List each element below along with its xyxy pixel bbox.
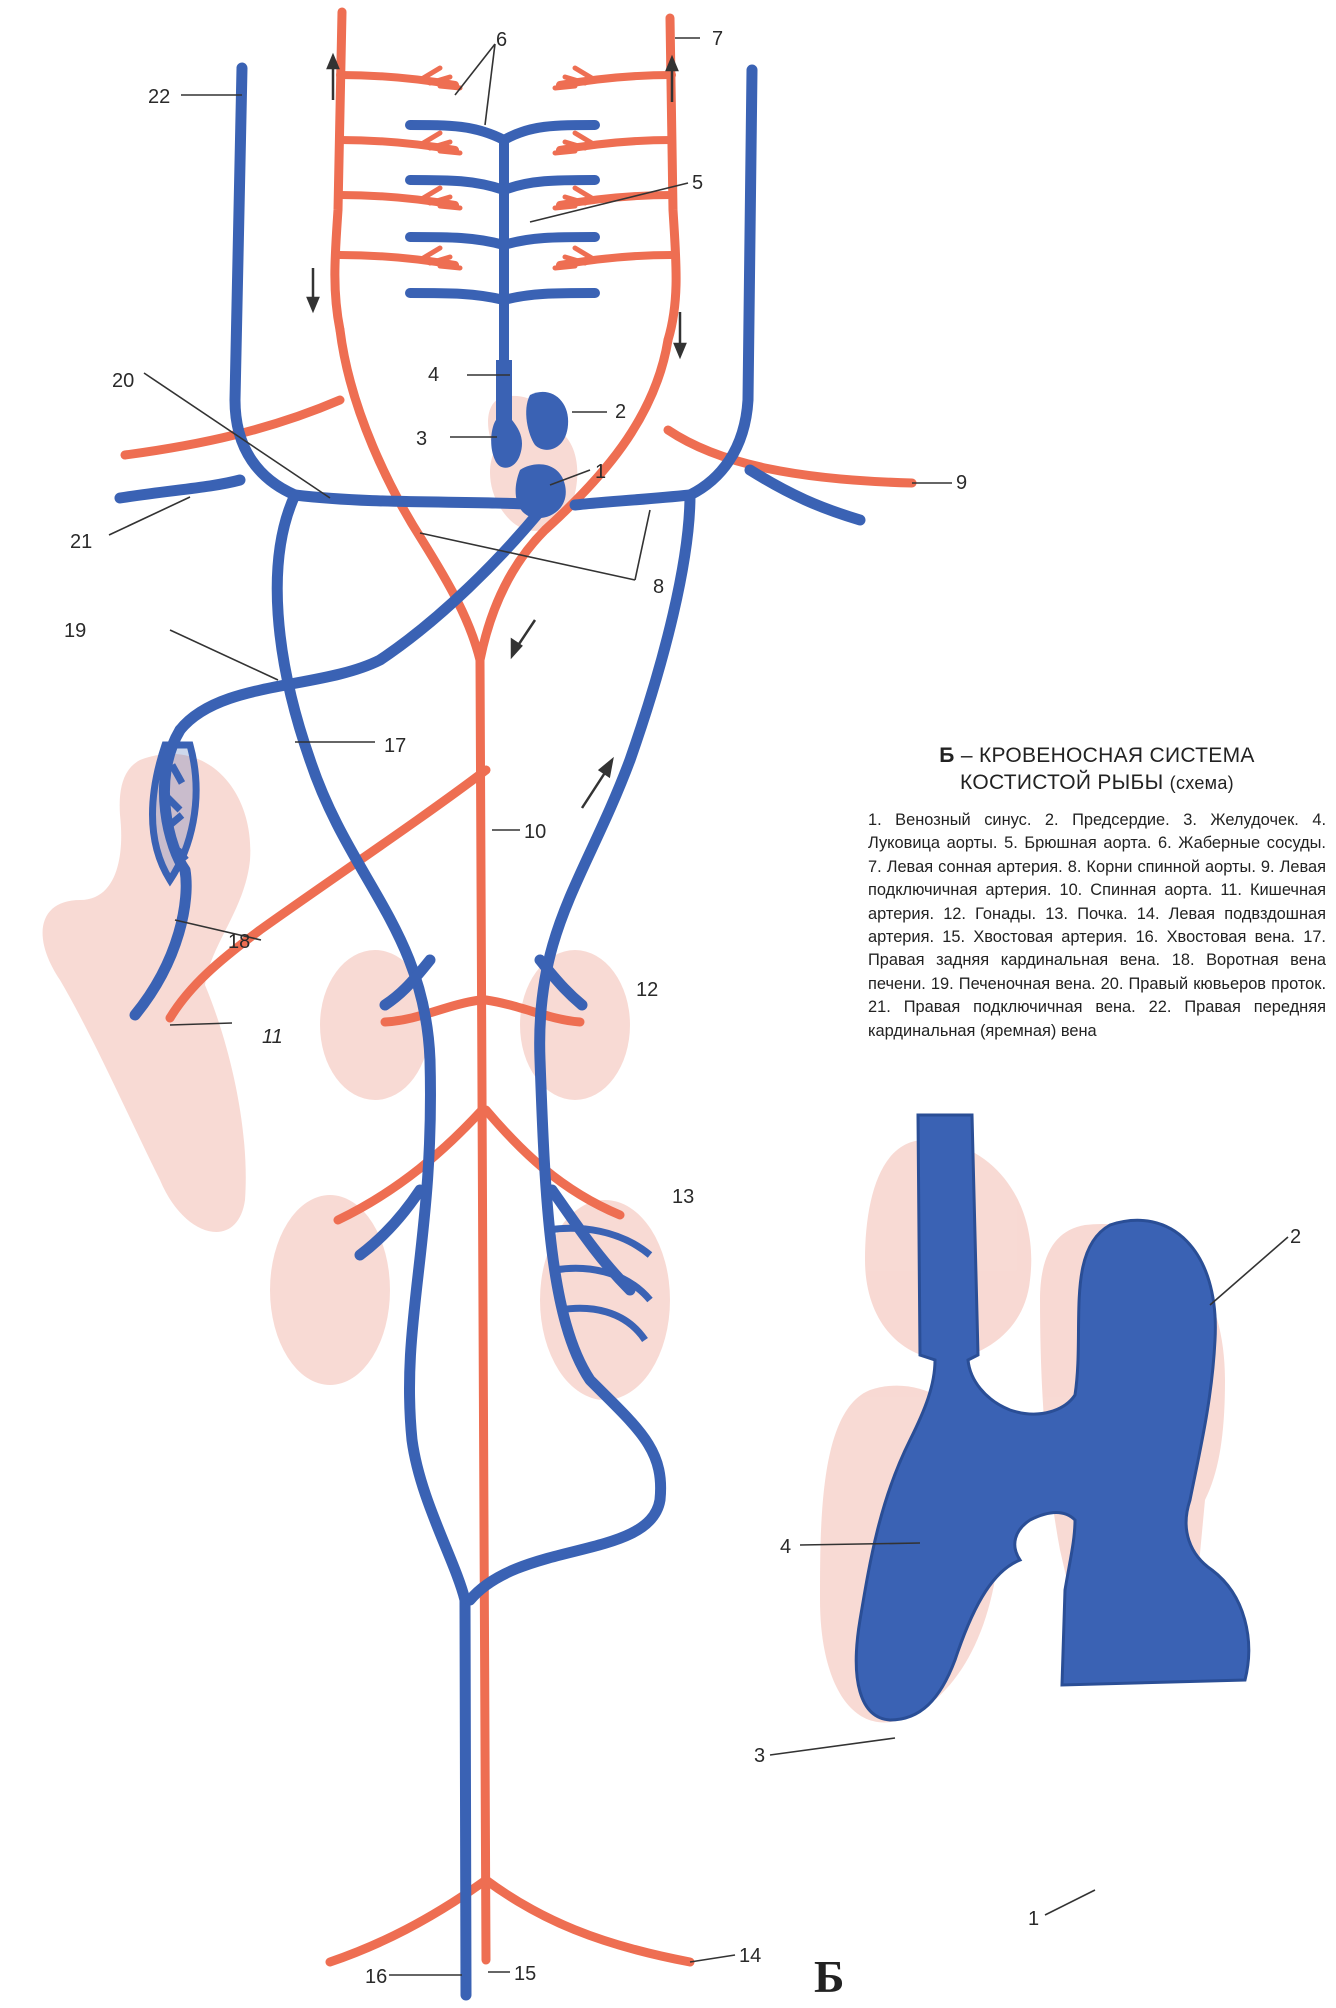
caption-title-line2: КОСТИСТОЙ РЫБЫ (960, 771, 1164, 794)
label-9: 9 (956, 472, 967, 494)
caption-legend: 1. Венозный синус. 2. Предсердие. 3. Жел… (868, 809, 1326, 1043)
label-3: 3 (416, 428, 427, 450)
label-16: 16 (365, 1966, 387, 1988)
label-5: 5 (692, 172, 703, 194)
kidney-left (270, 1195, 390, 1385)
label-19: 19 (64, 620, 86, 642)
caption: Б – КРОВЕНОСНАЯ СИСТЕМА КОСТИСТОЙ РЫБЫ (… (868, 742, 1326, 1043)
label-17: 17 (384, 735, 406, 757)
label-2: 2 (615, 401, 626, 423)
label-7: 7 (712, 28, 723, 50)
label-12: 12 (636, 979, 658, 1001)
label-13: 13 (672, 1186, 694, 1208)
label-21: 21 (70, 531, 92, 553)
heart-sinus (516, 464, 566, 518)
inset-label-1: 1 (1028, 1908, 1039, 1930)
label-15: 15 (514, 1963, 536, 1985)
caption-title-rest: – КРОВЕНОСНАЯ СИСТЕМА (955, 744, 1255, 767)
inset-label-2: 2 (1290, 1226, 1301, 1248)
caption-title-letter: Б (939, 744, 954, 767)
label-18: 18 (228, 931, 250, 953)
caption-title: Б – КРОВЕНОСНАЯ СИСТЕМА КОСТИСТОЙ РЫБЫ (… (868, 742, 1326, 797)
label-11: 11 (262, 1026, 283, 1048)
label-1: 1 (595, 461, 606, 483)
panel-letter: Б (814, 1951, 844, 2002)
label-20: 20 (112, 370, 134, 392)
inset-label-3: 3 (754, 1745, 765, 1767)
label-4: 4 (428, 364, 439, 386)
label-8: 8 (653, 576, 664, 598)
label-10: 10 (524, 821, 546, 843)
caption-title-note: (схема) (1170, 773, 1234, 793)
label-22: 22 (148, 86, 170, 108)
inset-label-4: 4 (780, 1536, 791, 1558)
label-14: 14 (739, 1945, 761, 1967)
label-6: 6 (496, 29, 507, 51)
artery-dorsal-aorta (480, 660, 486, 1960)
